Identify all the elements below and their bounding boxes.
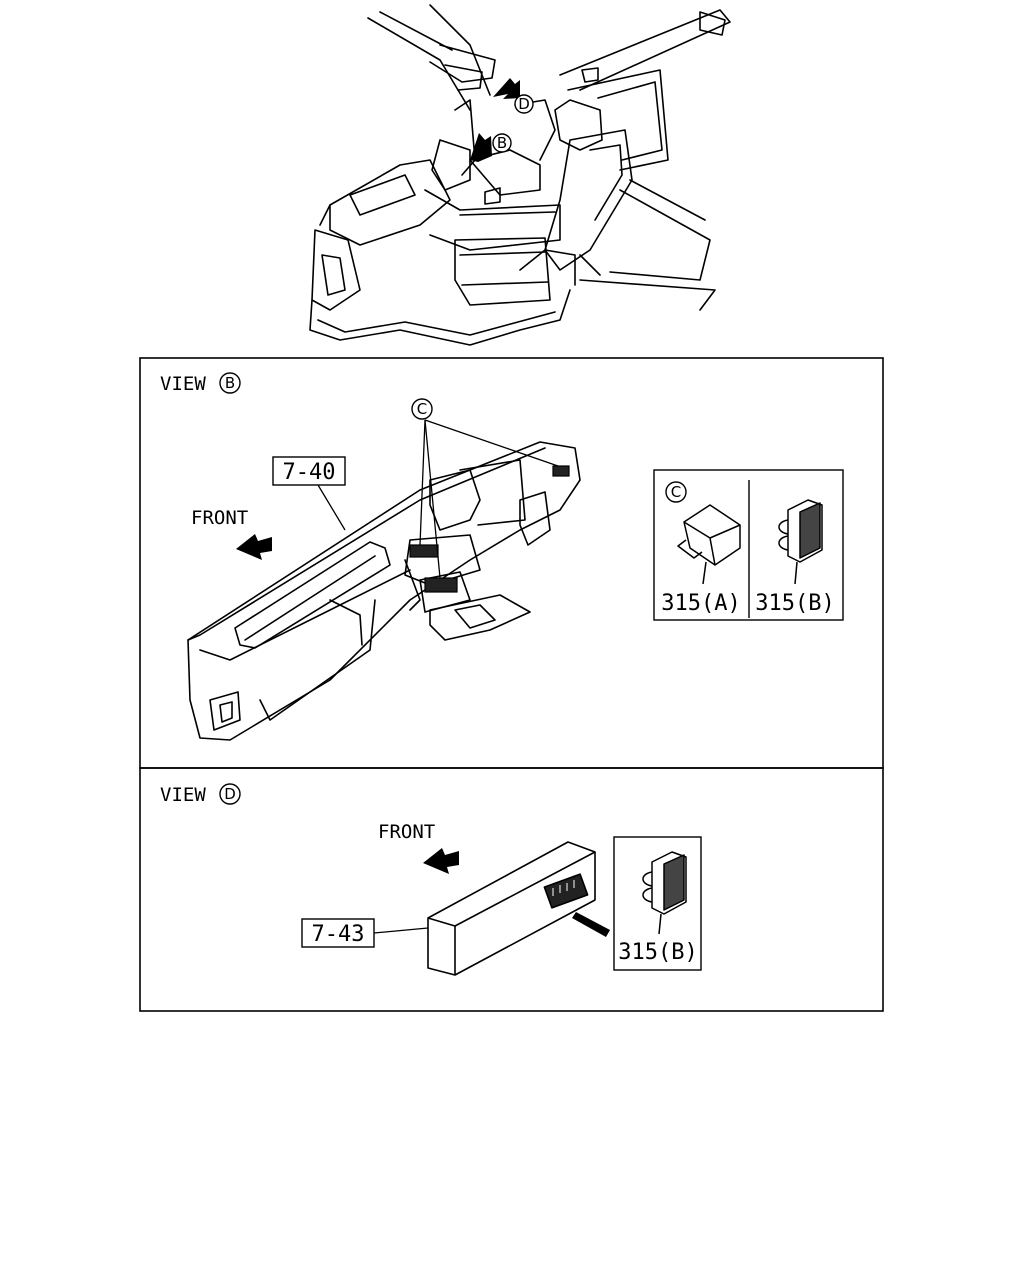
front-indicator-d: FRONT [378,821,459,874]
callout-c-leaders [419,419,559,579]
front-label-d: FRONT [378,821,435,843]
view-b-title: VIEW B [160,372,241,395]
detail-c-letter: C [671,483,681,501]
part-315b-label-d: 315(B) [618,940,697,965]
callout-d: D [514,94,534,114]
callout-b: B [492,133,512,153]
arrow-icon [470,78,520,162]
view-d-panel [139,767,884,1012]
connector-315b-icon [642,851,687,935]
callout-b-letter: B [497,134,507,152]
cab-interior-illustration [309,4,731,346]
arrow-icon [236,534,272,560]
detail-box-d: 315(B) [613,836,702,971]
view-b-panel [139,357,884,769]
callout-c-letter: C [417,400,427,418]
front-label-b: FRONT [191,507,248,529]
part-number-7-40: 7-40 [283,460,336,485]
connector-315b-icon [778,499,823,585]
instrument-panel-illustration [187,441,581,741]
front-indicator-b: FRONT [191,507,272,560]
view-b-title-prefix: VIEW [160,373,206,395]
part-315b-label: 315(B) [755,591,834,616]
view-d-title-prefix: VIEW [160,784,206,806]
connector-315a-icon [677,504,741,585]
pointer-wedge [572,912,610,937]
part-315a-label: 315(A) [661,591,740,616]
view-b-title-letter: B [225,374,235,392]
part-label-7-43: 7-43 [301,918,429,948]
arrow-icon [423,848,459,874]
part-number-7-43: 7-43 [312,922,365,947]
detail-box-c: C 315(A) 315(B) [653,469,844,621]
part-label-7-40: 7-40 [272,456,346,531]
view-d-title: VIEW D [160,783,241,806]
switch-block-icon [409,465,570,593]
callout-c: C [411,398,433,420]
callout-d-letter: D [518,95,530,113]
view-d-title-letter: D [224,785,236,803]
overhead-console-illustration [427,841,596,976]
